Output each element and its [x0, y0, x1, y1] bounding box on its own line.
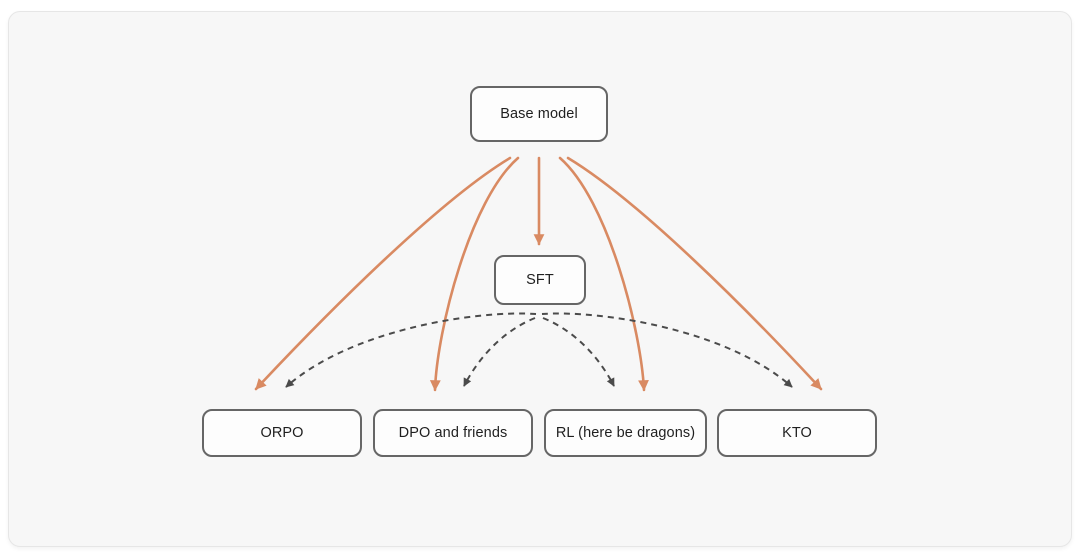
- node-sft-label: SFT: [526, 272, 554, 288]
- node-sft: SFT: [494, 255, 586, 305]
- node-base-model: Base model: [470, 86, 608, 142]
- node-dpo-and-friends: DPO and friends: [373, 409, 533, 457]
- node-rl-here-be-dragons: RL (here be dragons): [544, 409, 707, 457]
- node-orpo-label: ORPO: [260, 425, 304, 441]
- node-orpo: ORPO: [202, 409, 362, 457]
- node-base-model-label: Base model: [500, 106, 578, 122]
- node-rl-here-be-dragons-label: RL (here be dragons): [555, 425, 696, 441]
- node-kto: KTO: [717, 409, 877, 457]
- node-kto-label: KTO: [782, 425, 812, 441]
- node-dpo-and-friends-label: DPO and friends: [398, 425, 508, 441]
